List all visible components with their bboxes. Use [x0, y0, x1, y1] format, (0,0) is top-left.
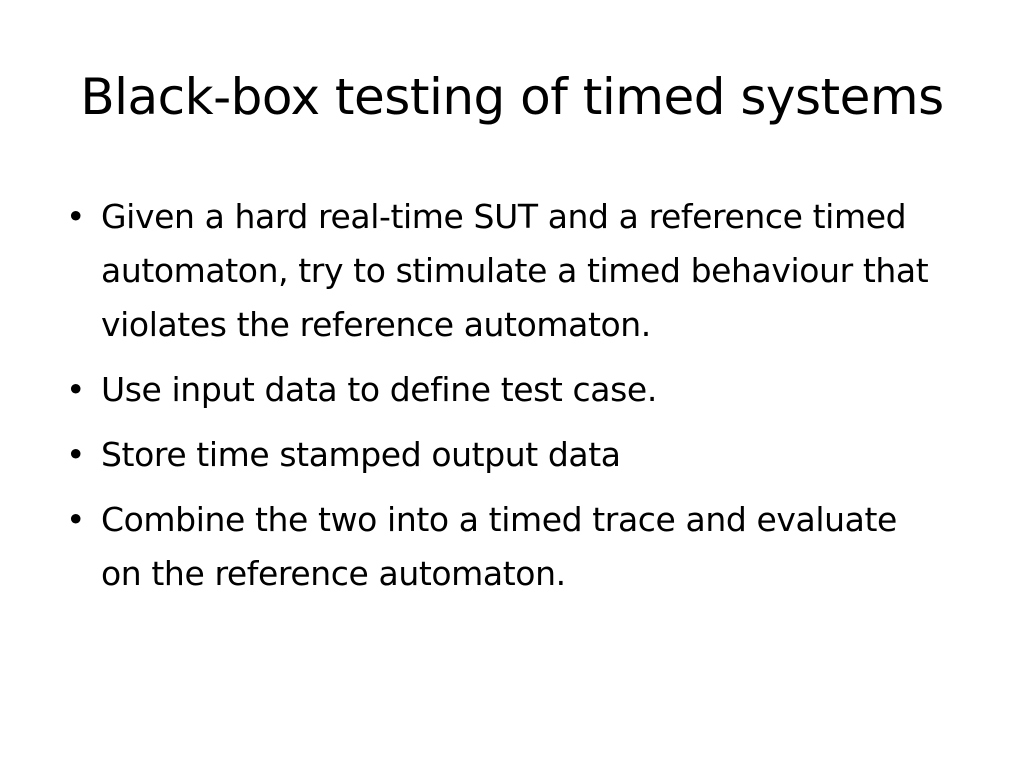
bullet-dot-icon: • [66, 370, 86, 409]
bullet-text: Use input data to define test case. [101, 370, 657, 409]
bullet-dot-icon: • [66, 197, 86, 236]
bullet-dot-icon: • [66, 435, 86, 474]
bullet-item: • Use input data to define test case. [60, 363, 940, 417]
bullet-list: • Given a hard real-time SUT and a refer… [60, 190, 940, 612]
slide-title: Black-box testing of timed systems [80, 68, 944, 126]
bullet-dot-icon: • [66, 500, 86, 539]
bullet-text: Store time stamped output data [101, 435, 621, 474]
bullet-text: Given a hard real-time SUT and a referen… [101, 197, 929, 344]
bullet-item: • Combine the two into a timed trace and… [60, 493, 940, 601]
bullet-item: • Given a hard real-time SUT and a refer… [60, 190, 940, 352]
bullet-text: Combine the two into a timed trace and e… [101, 500, 897, 593]
bullet-item: • Store time stamped output data [60, 428, 940, 482]
